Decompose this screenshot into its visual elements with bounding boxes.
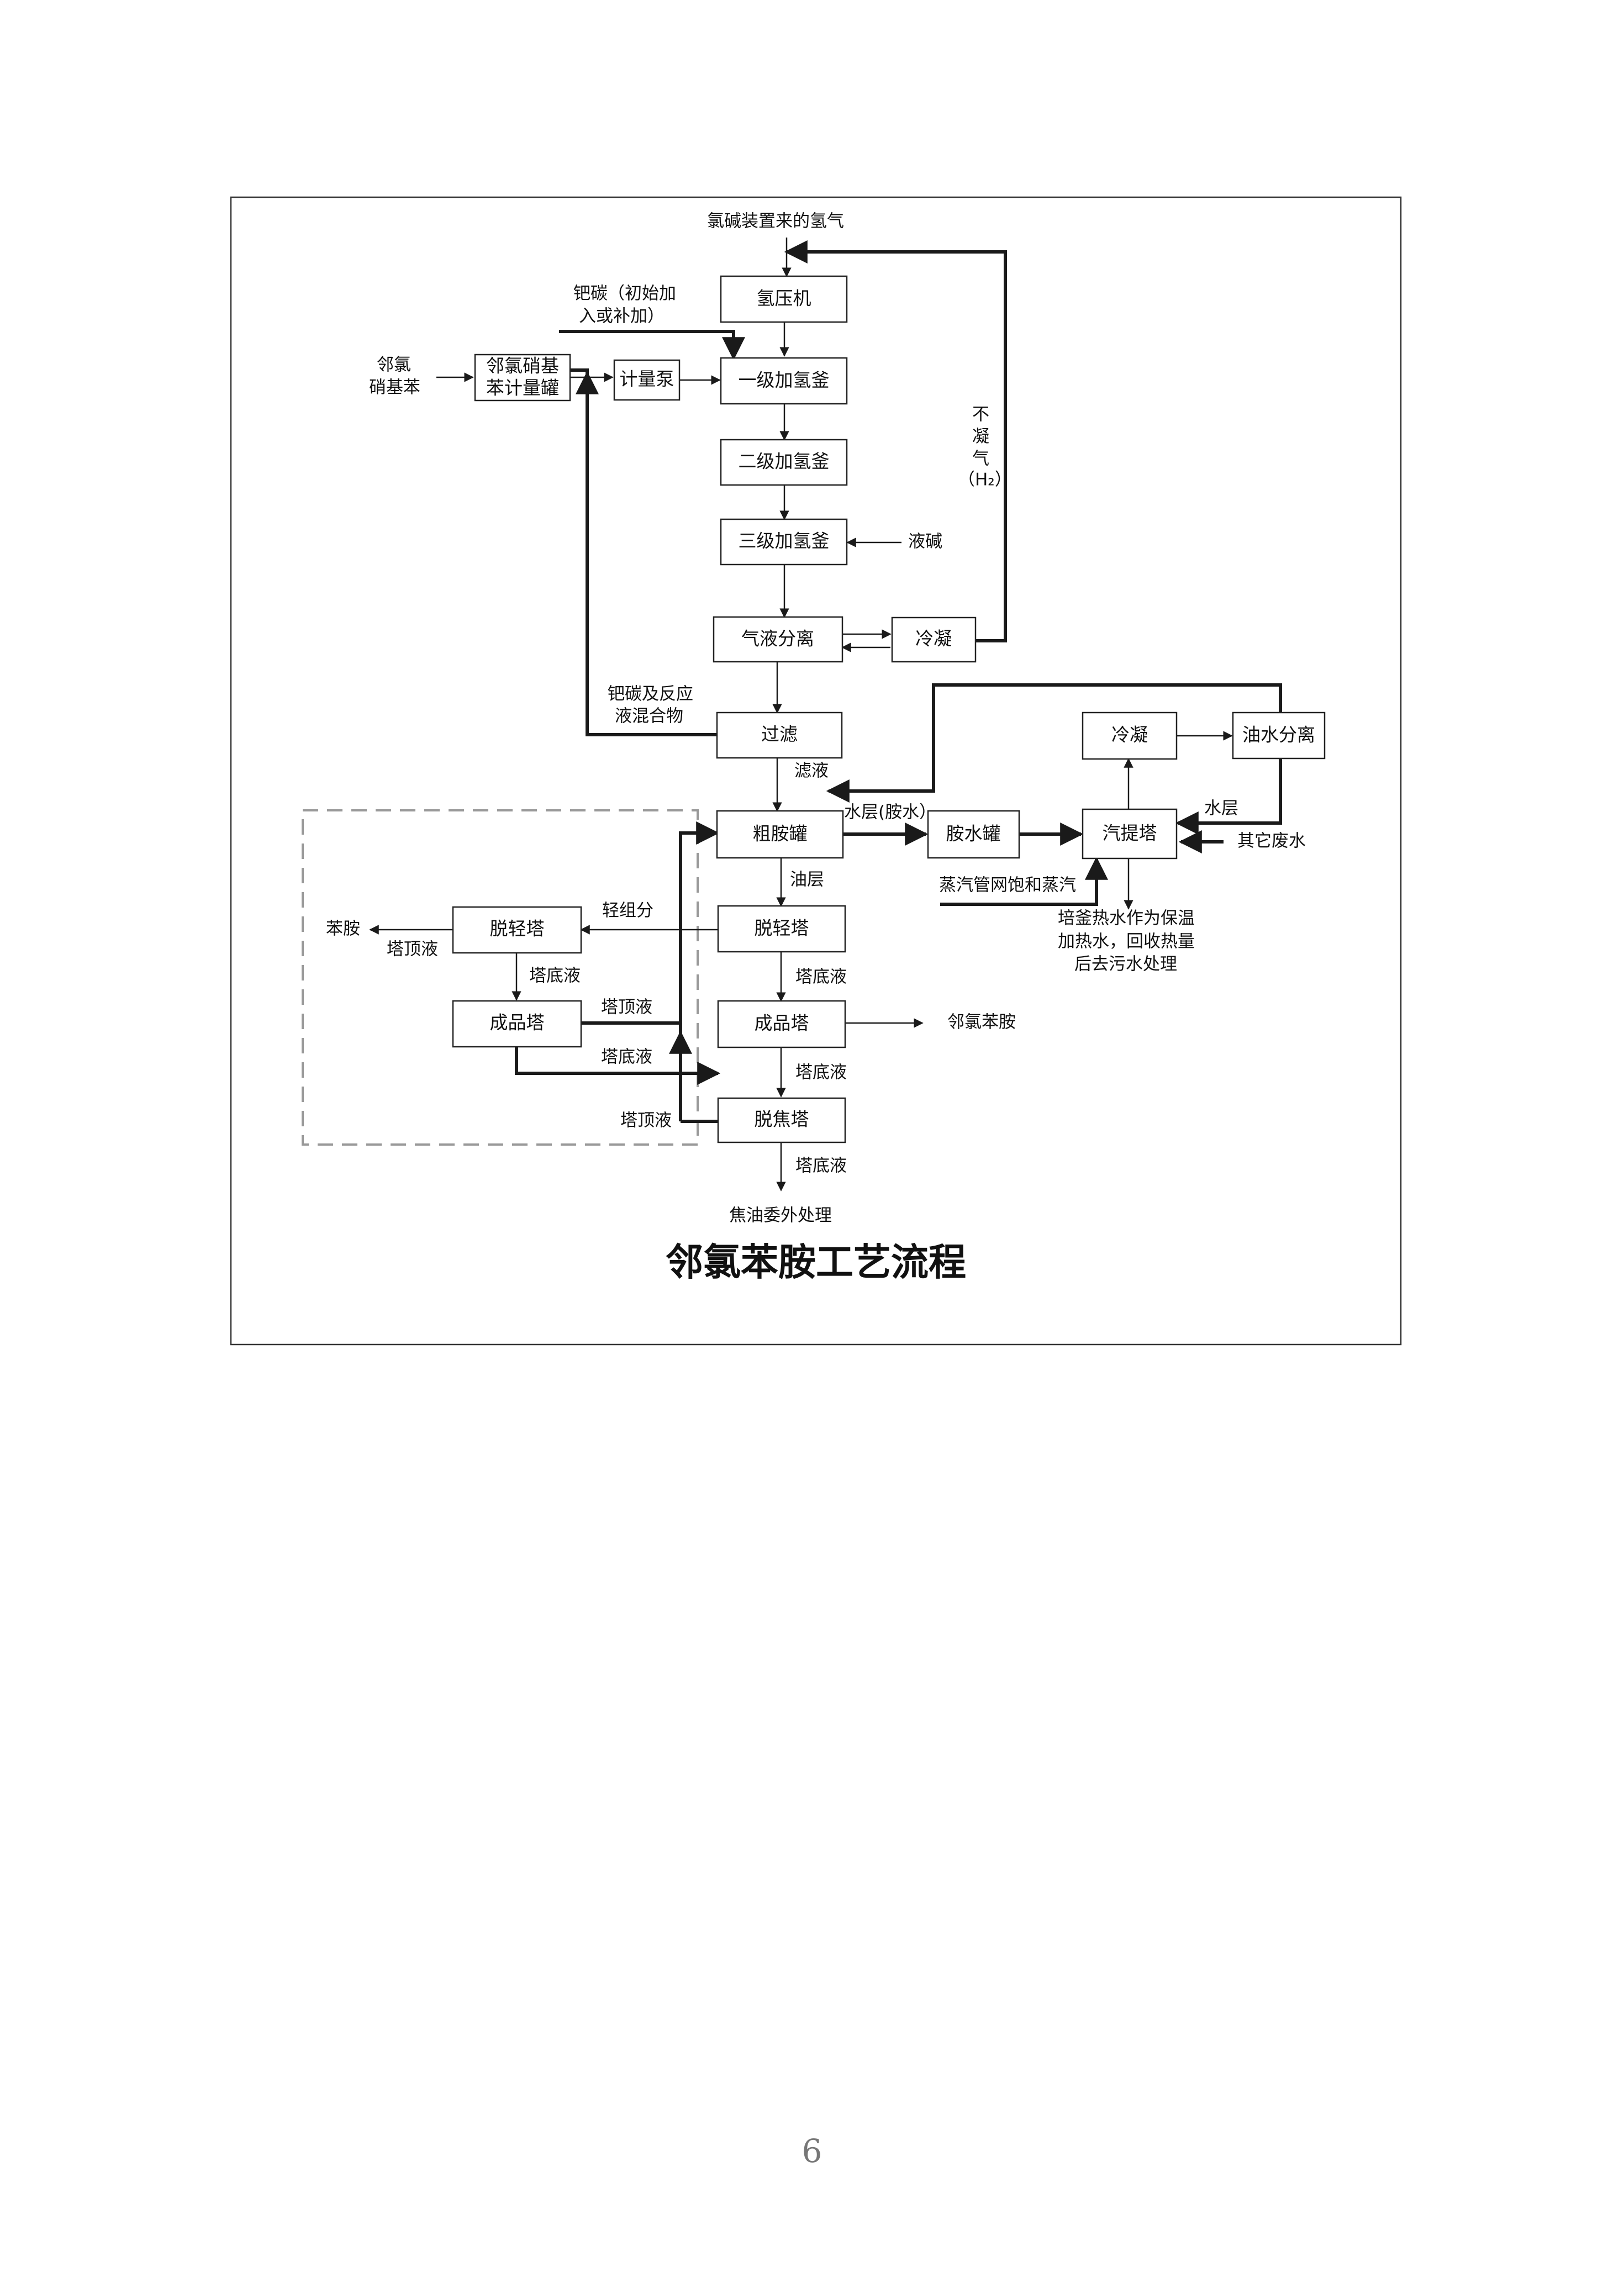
svg-text:胺水罐: 胺水罐	[946, 823, 1001, 845]
label-product: 邻氯苯胺	[947, 1013, 1016, 1032]
svg-text:脱轻塔: 脱轻塔	[490, 918, 545, 940]
gas-liquid-separation: 气液分离	[713, 616, 843, 663]
label-hydrogen-source: 氯碱装置来的氢气	[707, 212, 844, 231]
side-process-region	[302, 809, 699, 1146]
reactor-3: 三级加氢釜	[720, 518, 848, 566]
product-column-side: 成品塔	[452, 1000, 582, 1048]
svg-text:邻氯硝基: 邻氯硝基	[486, 355, 559, 377]
label-h2: （H₂）	[958, 470, 1012, 490]
crude-amine-tank: 粗胺罐	[716, 810, 844, 859]
svg-text:粗胺罐: 粗胺罐	[753, 823, 808, 845]
label-bottoms-side-2: 塔底液	[601, 1047, 652, 1067]
svg-text:冷凝: 冷凝	[915, 628, 952, 650]
delight-column-main: 脱轻塔	[717, 905, 846, 953]
label-bottoms-3: 塔底液	[795, 1156, 847, 1176]
svg-text:过滤: 过滤	[761, 724, 798, 745]
svg-text:三级加氢釜: 三级加氢釜	[739, 530, 830, 552]
label-overhead-side-3: 塔顶液	[620, 1111, 672, 1131]
label-tar: 焦油委外处理	[729, 1206, 832, 1226]
page-number: 6	[802, 2132, 822, 2170]
label-bottoms-1: 塔底液	[795, 967, 847, 987]
label-bottoms-side-1: 塔底液	[529, 966, 581, 986]
svg-text:脱焦塔: 脱焦塔	[755, 1109, 809, 1130]
svg-text:苯计量罐: 苯计量罐	[486, 377, 559, 399]
label-pd-mixture-1: 钯碳及反应	[608, 684, 693, 704]
svg-text:二级加氢釜: 二级加氢釜	[739, 451, 830, 472]
oil-water-separator: 油水分离	[1232, 711, 1326, 760]
svg-text:成品塔: 成品塔	[490, 1012, 545, 1034]
label-aniline: 苯胺	[326, 919, 360, 939]
label-other-wastewater: 其它废水	[1237, 831, 1306, 851]
label-overhead-side-1: 塔顶液	[387, 940, 438, 960]
delight-column-side: 脱轻塔	[452, 906, 582, 954]
diagram-title: 邻氯苯胺工艺流程	[666, 1241, 966, 1285]
svg-text:一级加氢釜: 一级加氢釜	[739, 370, 830, 391]
label-pd-mixture-2: 液混合物	[615, 707, 683, 726]
label-feed-1: 邻氯	[377, 355, 411, 375]
condenser-1: 冷凝	[891, 616, 977, 663]
label-feed-2: 硝基苯	[369, 378, 420, 398]
condenser-2: 冷凝	[1082, 711, 1178, 760]
label-noncondensable-1: 不	[972, 405, 989, 425]
label-hot-water-3: 后去污水处理	[1074, 955, 1177, 974]
metering-pump: 计量泵	[613, 359, 681, 401]
reactor-1: 一级加氢釜	[720, 357, 848, 405]
label-light-fraction: 轻组分	[602, 901, 653, 921]
svg-text:成品塔: 成品塔	[755, 1013, 809, 1034]
label-filtrate: 滤液	[794, 761, 829, 781]
filter: 过滤	[716, 711, 843, 759]
svg-text:油水分离: 油水分离	[1242, 724, 1315, 746]
svg-text:汽提塔: 汽提塔	[1103, 823, 1157, 844]
figure-frame	[230, 196, 1402, 1346]
label-oil-layer: 油层	[790, 870, 824, 890]
svg-text:气液分离: 气液分离	[741, 628, 814, 650]
label-hot-water-2: 加热水，回收热量	[1058, 932, 1195, 952]
label-water-layer-amine: 水层(胺水）	[844, 803, 936, 823]
hydrogen-compressor: 氢压机	[720, 275, 848, 323]
product-column-main: 成品塔	[717, 1000, 846, 1048]
label-hot-water-1: 培釜热水作为保温	[1058, 909, 1195, 929]
amine-water-tank: 胺水罐	[927, 810, 1020, 859]
reactor-2: 二级加氢釜	[720, 439, 848, 486]
label-pd-carbon-1: 钯碳（初始加	[573, 284, 676, 304]
svg-text:冷凝: 冷凝	[1111, 724, 1148, 746]
svg-text:氢压机: 氢压机	[757, 288, 811, 309]
label-bottoms-2: 塔底液	[795, 1063, 847, 1083]
label-caustic: 液碱	[908, 532, 942, 552]
label-pd-carbon-2: 入或补加）	[579, 307, 665, 326]
svg-text:脱轻塔: 脱轻塔	[755, 918, 809, 939]
label-overhead-side-2: 塔顶液	[601, 998, 652, 1018]
metering-tank: 邻氯硝基 苯计量罐	[474, 354, 571, 402]
label-water-layer: 水层	[1204, 799, 1238, 819]
svg-text:计量泵: 计量泵	[620, 368, 674, 390]
decoking-column: 脱焦塔	[717, 1097, 846, 1143]
label-noncondensable-2: 凝	[972, 427, 989, 447]
label-noncondensable-3: 气	[972, 449, 989, 469]
stripper: 汽提塔	[1082, 808, 1178, 860]
label-steam: 蒸汽管网饱和蒸汽	[939, 876, 1076, 895]
